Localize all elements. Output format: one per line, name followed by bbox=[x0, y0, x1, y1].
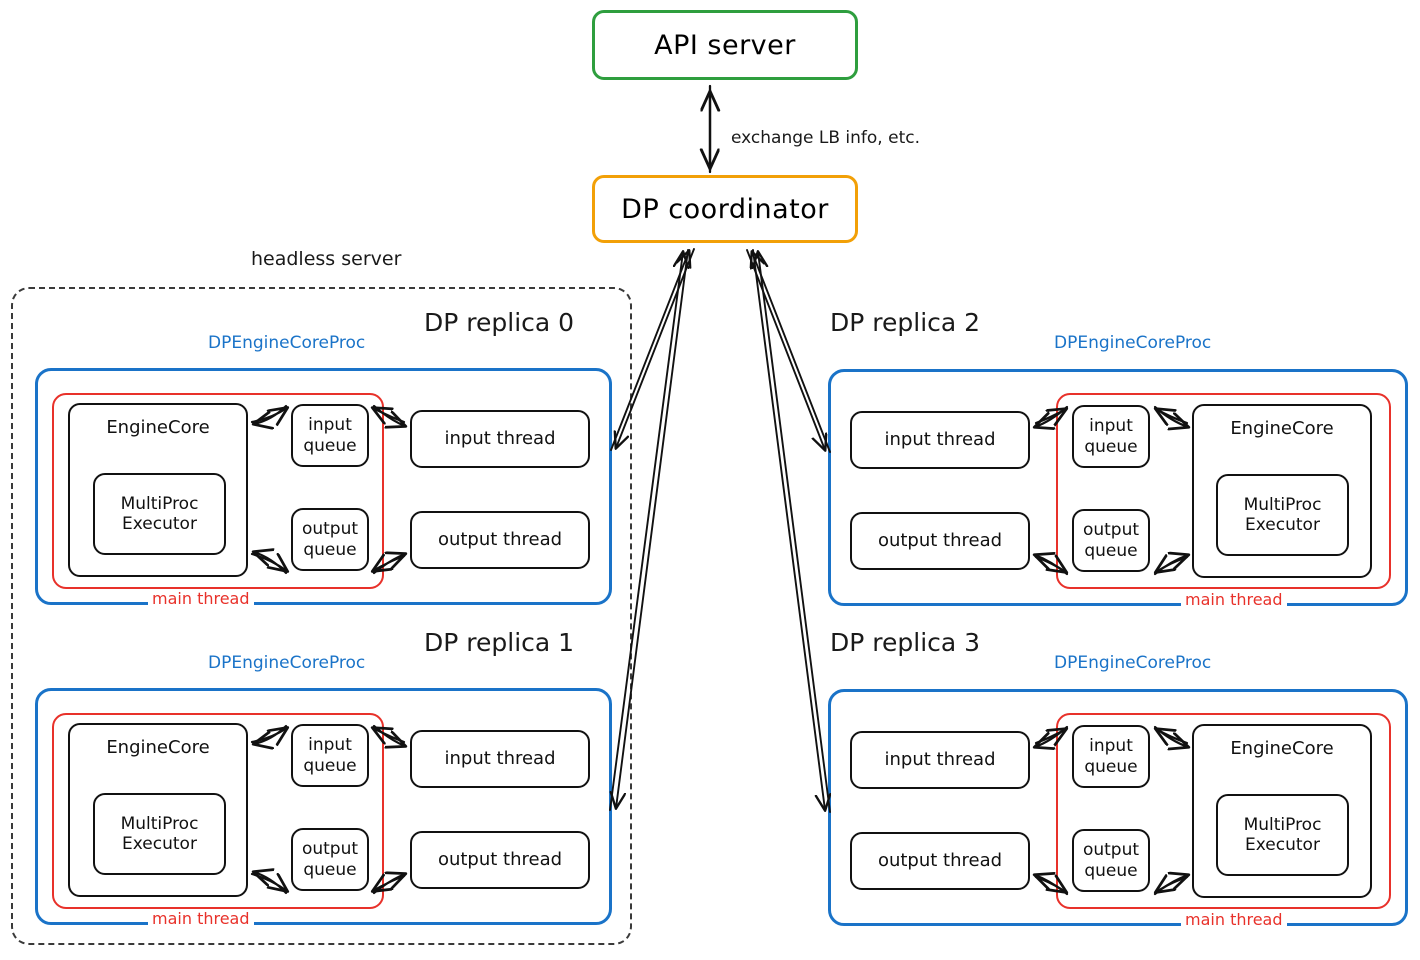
api-server-box: API server bbox=[592, 10, 858, 80]
multiproc-executor-label-line1: MultiProc bbox=[120, 813, 199, 834]
multiproc-executor-label-line2: Executor bbox=[1245, 835, 1320, 855]
enginecore-label: EngineCore bbox=[106, 737, 210, 758]
output-queue-label-line2: queue bbox=[1084, 540, 1138, 561]
output-queue-label-line1: output bbox=[1082, 520, 1140, 541]
multiproc-executor-box: MultiProc Executor bbox=[1216, 794, 1349, 876]
replica-title: DP replica 1 bbox=[424, 628, 575, 657]
multiproc-executor-box: MultiProc Executor bbox=[93, 473, 226, 555]
output-queue-label-line2: queue bbox=[303, 859, 357, 880]
input-queue-label-line2: queue bbox=[303, 755, 357, 776]
multiproc-executor-box: MultiProc Executor bbox=[1216, 474, 1349, 556]
input-thread-box: input thread bbox=[410, 730, 590, 788]
main-thread-label: main thread bbox=[148, 909, 254, 928]
dpenginecoreproc-label: DPEngineCoreProc bbox=[208, 653, 366, 673]
multiproc-executor-label-line2: Executor bbox=[1245, 515, 1320, 535]
input-queue-box: input queue bbox=[291, 724, 369, 787]
multiproc-executor-box: MultiProc Executor bbox=[93, 793, 226, 875]
arrow-coordinator-replica-2 bbox=[746, 249, 831, 453]
output-queue-label-line2: queue bbox=[303, 539, 357, 560]
input-queue-box: input queue bbox=[1072, 405, 1150, 468]
replica-title: DP replica 3 bbox=[830, 628, 981, 657]
input-queue-box: input queue bbox=[291, 404, 369, 467]
output-queue-label-line1: output bbox=[301, 839, 359, 860]
output-queue-label-line1: output bbox=[1082, 840, 1140, 861]
output-queue-label-line1: output bbox=[301, 519, 359, 540]
exchange-lb-info-label: exchange LB info, etc. bbox=[731, 128, 920, 148]
input-queue-label-line2: queue bbox=[1084, 756, 1138, 777]
input-queue-label-line2: queue bbox=[1084, 436, 1138, 457]
main-thread-box bbox=[52, 713, 384, 909]
multiproc-executor-label-line1: MultiProc bbox=[1243, 494, 1322, 515]
main-thread-box bbox=[1056, 393, 1391, 589]
main-thread-label: main thread bbox=[148, 589, 254, 608]
replica-title: DP replica 0 bbox=[424, 308, 575, 337]
dpenginecoreproc-label: DPEngineCoreProc bbox=[208, 333, 366, 353]
input-queue-box: input queue bbox=[1072, 725, 1150, 788]
output-thread-box: output thread bbox=[850, 512, 1030, 570]
main-thread-label: main thread bbox=[1181, 590, 1287, 609]
input-thread-box: input thread bbox=[850, 411, 1030, 469]
input-queue-label-line1: input bbox=[308, 735, 352, 756]
output-queue-box: output queue bbox=[1072, 829, 1150, 892]
input-queue-label-line1: input bbox=[308, 415, 352, 436]
output-queue-box: output queue bbox=[291, 828, 369, 891]
multiproc-executor-label-line1: MultiProc bbox=[1243, 814, 1322, 835]
enginecore-label: EngineCore bbox=[1230, 418, 1334, 439]
output-queue-box: output queue bbox=[291, 508, 369, 571]
enginecore-label: EngineCore bbox=[106, 417, 210, 438]
headless-server-label: headless server bbox=[251, 248, 402, 270]
input-thread-box: input thread bbox=[410, 410, 590, 468]
main-thread-box bbox=[1056, 713, 1391, 909]
output-queue-box: output queue bbox=[1072, 509, 1150, 572]
input-queue-label-line1: input bbox=[1089, 416, 1133, 437]
output-thread-box: output thread bbox=[410, 511, 590, 569]
multiproc-executor-label-line2: Executor bbox=[122, 834, 197, 854]
arrow-coordinator-replica-3 bbox=[753, 249, 830, 813]
dp-coordinator-box: DP coordinator bbox=[592, 175, 858, 243]
multiproc-executor-label-line1: MultiProc bbox=[120, 493, 199, 514]
main-thread-label: main thread bbox=[1181, 910, 1287, 929]
main-thread-box bbox=[52, 393, 384, 589]
input-queue-label-line1: input bbox=[1089, 736, 1133, 757]
input-thread-box: input thread bbox=[850, 731, 1030, 789]
dpenginecoreproc-label: DPEngineCoreProc bbox=[1054, 653, 1212, 673]
dpenginecoreproc-label: DPEngineCoreProc bbox=[1054, 333, 1212, 353]
enginecore-label: EngineCore bbox=[1230, 738, 1334, 759]
output-thread-box: output thread bbox=[850, 832, 1030, 890]
output-queue-label-line2: queue bbox=[1084, 860, 1138, 881]
output-thread-box: output thread bbox=[410, 831, 590, 889]
input-queue-label-line2: queue bbox=[303, 435, 357, 456]
replica-title: DP replica 2 bbox=[830, 308, 981, 337]
multiproc-executor-label-line2: Executor bbox=[122, 514, 197, 534]
